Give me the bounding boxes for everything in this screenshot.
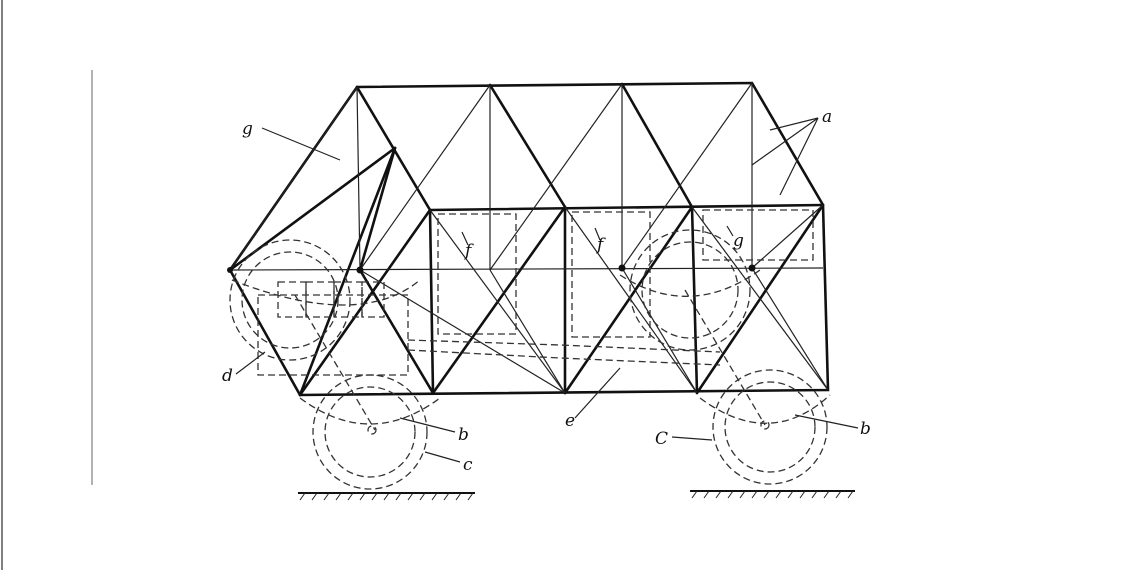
label-c-right: C [655,429,668,449]
label-d: d [222,366,233,386]
label-a: a [822,107,832,127]
label-f-left: f [463,241,474,261]
label-g-left: g [242,119,253,139]
ground-hatching [298,490,855,501]
left-wheel [312,374,428,490]
right-wheel [712,369,828,485]
label-b-left: b [458,425,469,445]
label-g-right: g [733,231,744,251]
label-f-mid: f [595,235,606,255]
label-e: e [565,411,575,431]
truss-frame [227,81,830,397]
leader-lines [235,117,859,463]
hidden-components [229,209,831,490]
label-b-right: b [860,419,871,439]
reference-labels: g a f f g d b c e C b [222,107,871,475]
label-c-left: c [463,455,473,475]
